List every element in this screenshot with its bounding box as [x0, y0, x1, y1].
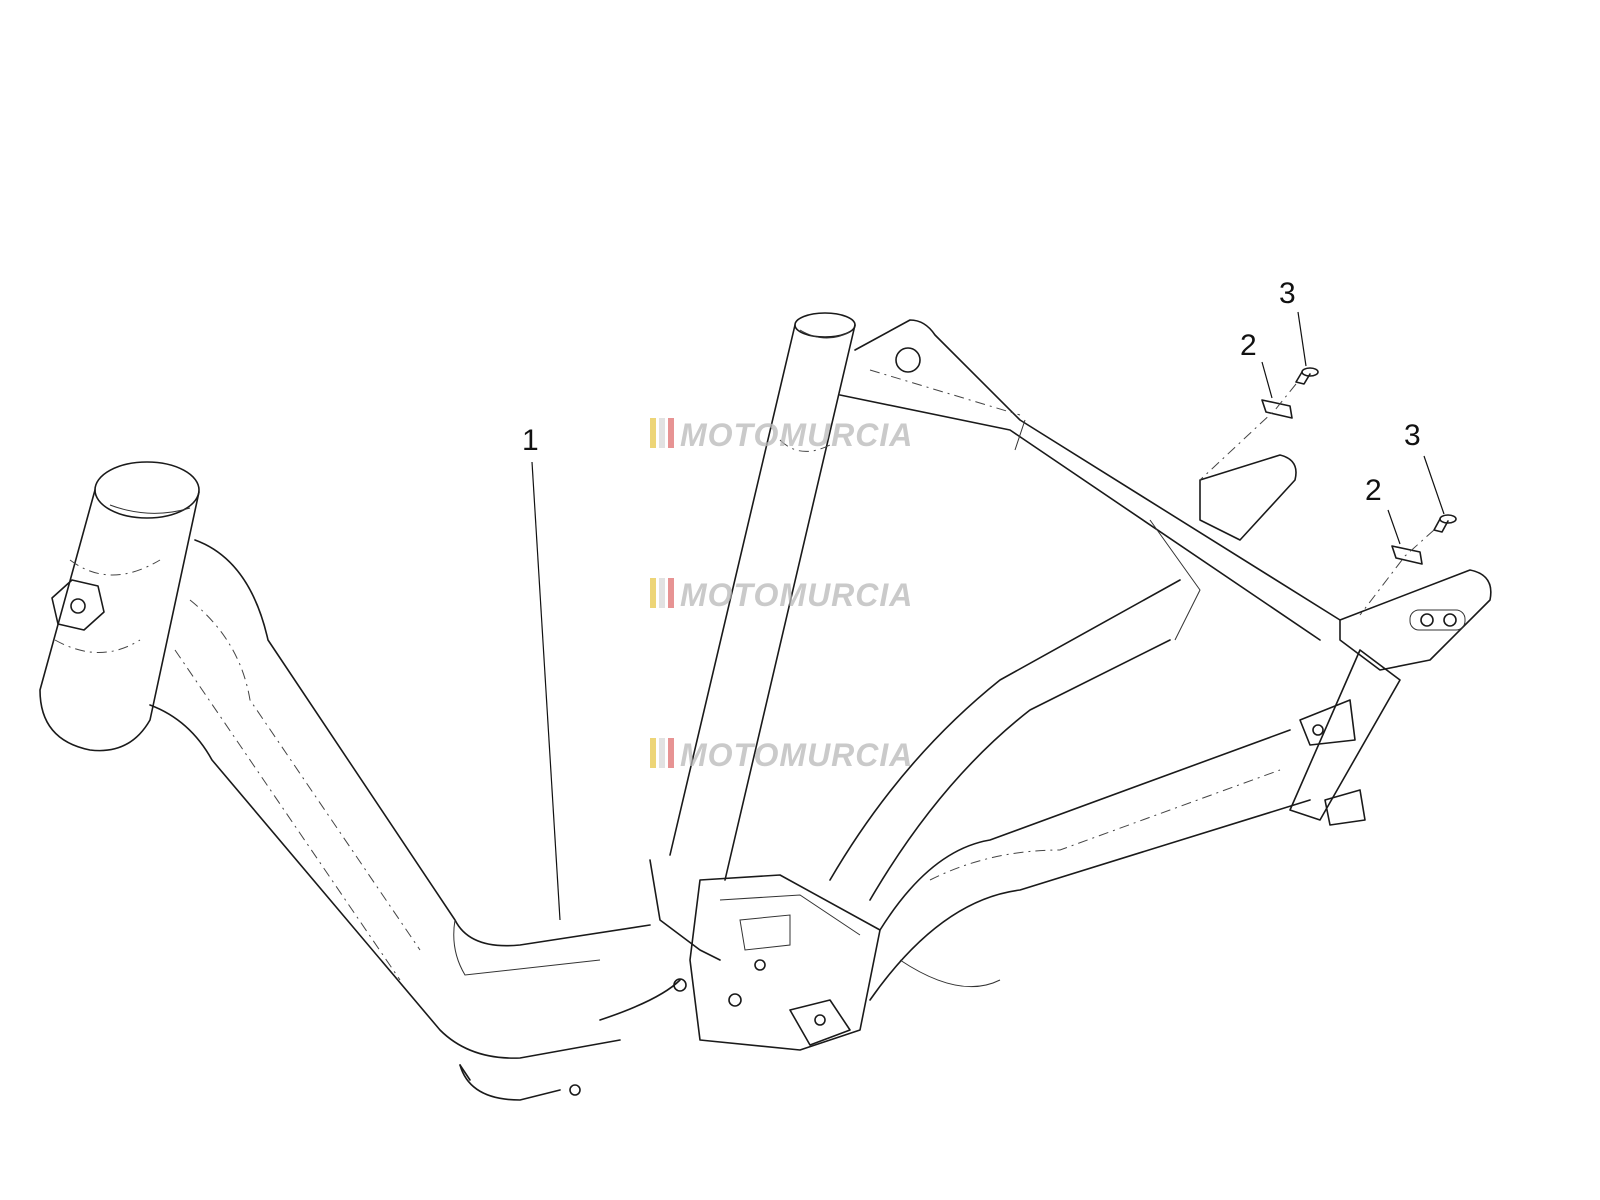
watermark-top: MOTOMURCIA [650, 417, 913, 453]
watermark-middle: MOTOMURCIA [650, 577, 913, 613]
callout-2-upper: 2 [1240, 329, 1257, 362]
seat-tube [669, 312, 856, 881]
leader-line-1 [531, 461, 561, 921]
top-tube [839, 319, 1341, 641]
watermark-text-bottom: MOTOMURCIA [680, 737, 913, 773]
main-down-tube [149, 539, 651, 1101]
hex-boss [51, 579, 105, 631]
callout-3-lower: 3 [1404, 419, 1421, 452]
watermark-text-top: MOTOMURCIA [680, 417, 913, 453]
screw-part-3-upper [1295, 367, 1319, 385]
seat-stay [829, 519, 1201, 901]
clip-part-2-lower [1391, 545, 1423, 565]
leader-line-2b [1387, 509, 1401, 545]
steering-head-tube [39, 461, 200, 752]
callout-2-lower: 2 [1365, 474, 1382, 507]
callout-3-upper: 3 [1279, 277, 1296, 310]
rear-dropout [1199, 454, 1492, 826]
screw-part-3-lower [1433, 514, 1457, 533]
leader-line-3a [1297, 311, 1307, 367]
watermark-bottom: MOTOMURCIA [650, 737, 913, 773]
clip-part-2-upper [1261, 399, 1293, 419]
scooter-frame [39, 312, 1492, 1101]
leader-line-2a [1261, 361, 1273, 399]
center-bracket [569, 859, 881, 1096]
callout-1: 1 [522, 424, 539, 457]
chain-stay [869, 729, 1311, 1001]
watermark-text-middle: MOTOMURCIA [680, 577, 913, 613]
assembly-axis-lower [1359, 529, 1435, 616]
leader-line-3b [1423, 455, 1445, 515]
